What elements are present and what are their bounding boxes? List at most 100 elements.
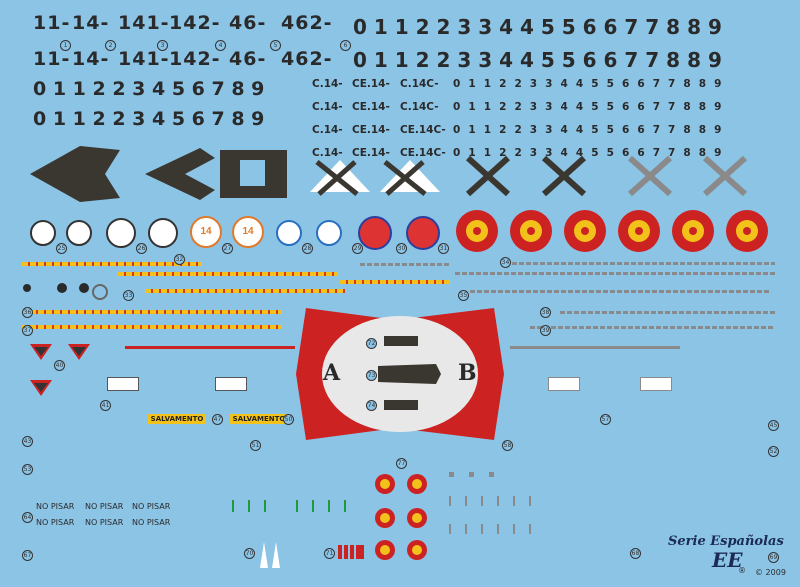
canopy-frame-decals xyxy=(30,146,287,202)
digits-big-row1: 0 1 1 2 2 3 3 4 4 5 5 6 6 7 7 8 8 9 xyxy=(353,15,722,39)
walkway-stripe-2 xyxy=(118,272,338,276)
marker-30: 30 xyxy=(396,243,407,254)
marker-41: 41 xyxy=(100,400,111,411)
cross-dark-grey-decals xyxy=(465,155,748,197)
marker-26: 26 xyxy=(136,243,147,254)
marker-38: 38 xyxy=(540,307,551,318)
marker-77: 77 xyxy=(396,458,407,469)
salvamento-label-1: SALVAMENTO xyxy=(148,414,206,424)
marker-50: 50 xyxy=(283,414,294,425)
marker-5: 5 xyxy=(270,40,281,51)
walkway-stripe-4 xyxy=(22,310,282,314)
crew-figures xyxy=(22,280,92,296)
marker-25: 25 xyxy=(56,243,67,254)
marker-39: 39 xyxy=(540,325,551,336)
squadron-badge-5 xyxy=(276,220,302,246)
roundel-small-1 xyxy=(375,474,395,494)
roundel-large-3 xyxy=(564,210,606,252)
antenna-decals-green xyxy=(232,500,346,512)
grey-stripe-4 xyxy=(560,311,775,314)
roundel-small-6 xyxy=(407,540,427,560)
marker-64: 64 xyxy=(22,512,33,523)
marker-71: 71 xyxy=(324,548,335,559)
code-141: 141- xyxy=(118,12,170,34)
marker-70: 70 xyxy=(244,548,255,559)
code-11-b: 11- xyxy=(33,48,71,70)
salvamento-label-2: SALVAMENTO xyxy=(230,414,288,424)
marker-68: 68 xyxy=(630,548,641,559)
info-label-2 xyxy=(215,377,247,391)
roundel-large-6 xyxy=(726,210,768,252)
cross-triangle-decals xyxy=(310,160,440,196)
roundel-large-4 xyxy=(618,210,660,252)
digits-big-row2: 0 1 1 2 2 3 3 4 4 5 5 6 6 7 7 8 8 9 xyxy=(353,48,722,72)
code-46-b: 46- xyxy=(229,48,267,70)
squadron-badge-6 xyxy=(316,220,342,246)
tiger-badge-1 xyxy=(358,216,392,250)
code-142-b: 142- xyxy=(169,48,221,70)
pitot-decal-white xyxy=(260,542,280,568)
roundel-small-4 xyxy=(407,508,427,528)
walkway-stripe-3 xyxy=(145,289,345,293)
roundel-large-2 xyxy=(510,210,552,252)
grey-stripe-2 xyxy=(455,272,775,275)
marker-36: 36 xyxy=(22,307,33,318)
info-label-3 xyxy=(548,377,580,391)
marker-67: 67 xyxy=(22,550,33,561)
marker-28: 28 xyxy=(302,243,313,254)
marker-33: 33 xyxy=(123,290,134,301)
code-46: 46- xyxy=(229,12,267,34)
marker-3: 3 xyxy=(157,40,168,51)
marker-73: 73 xyxy=(366,370,377,381)
marker-53: 53 xyxy=(22,464,33,475)
code-14: 14- xyxy=(72,12,110,34)
marker-29: 29 xyxy=(352,243,363,254)
digits-left-row2: 0 1 1 2 2 3 4 5 6 7 8 9 xyxy=(33,108,265,130)
grey-stripe-6 xyxy=(505,262,775,265)
squadron-badge-14-b: 14 xyxy=(232,216,264,248)
squadron-badge-1 xyxy=(30,220,56,246)
code-141-b: 141- xyxy=(118,48,170,70)
no-pisar-5: NO PISAR xyxy=(85,518,124,527)
code-462: 462- xyxy=(281,12,333,34)
marker-57: 57 xyxy=(600,414,611,425)
no-pisar-1: NO PISAR xyxy=(36,502,75,511)
panel-letter-b: B xyxy=(458,360,477,386)
no-pisar-4: NO PISAR xyxy=(36,518,75,527)
info-label-4 xyxy=(640,377,672,391)
marker-34: 34 xyxy=(500,257,511,268)
marker-74: 74 xyxy=(366,400,377,411)
brand-registered: ® xyxy=(738,566,746,575)
code-11: 11- xyxy=(33,12,71,34)
grey-stripe-5 xyxy=(530,326,775,329)
panel-letter-a: A xyxy=(323,360,341,386)
warning-triangles-left xyxy=(30,344,90,396)
marker-32: 32 xyxy=(174,254,185,265)
walkway-stripe-5 xyxy=(22,325,282,329)
red-line-1 xyxy=(125,346,295,349)
info-label-1 xyxy=(107,377,139,391)
marker-58: 58 xyxy=(502,440,513,451)
roundel-small-5 xyxy=(375,540,395,560)
brand-monogram: EE xyxy=(712,548,743,572)
code-142: 142- xyxy=(169,12,221,34)
marker-72: 72 xyxy=(366,338,377,349)
digits-small-right: 0 1 1 2 2 3 3 4 4 5 5 6 6 7 7 8 8 9 0 1 … xyxy=(453,78,724,159)
marker-47: 47 xyxy=(212,414,223,425)
prefix-col2: CE.14- CE.14- CE.14- CE.14- xyxy=(352,78,390,159)
marker-4: 4 xyxy=(215,40,226,51)
center-fuselage-panel xyxy=(296,308,504,440)
grey-stripe-1 xyxy=(360,263,450,266)
brand-name: Serie Españolas xyxy=(668,534,784,549)
code-462-b: 462- xyxy=(281,48,333,70)
copyright-label: © 2009 xyxy=(755,568,786,577)
marker-45: 45 xyxy=(768,420,779,431)
walkway-stripe-1 xyxy=(22,262,202,266)
squadron-badge-4 xyxy=(148,218,178,248)
marker-2: 2 xyxy=(105,40,116,51)
marker-31: 31 xyxy=(438,243,449,254)
roundel-small-2 xyxy=(407,474,427,494)
marker-6: 6 xyxy=(340,40,351,51)
prefix-col1: C.14- C.14- C.14- C.14- xyxy=(312,78,343,159)
